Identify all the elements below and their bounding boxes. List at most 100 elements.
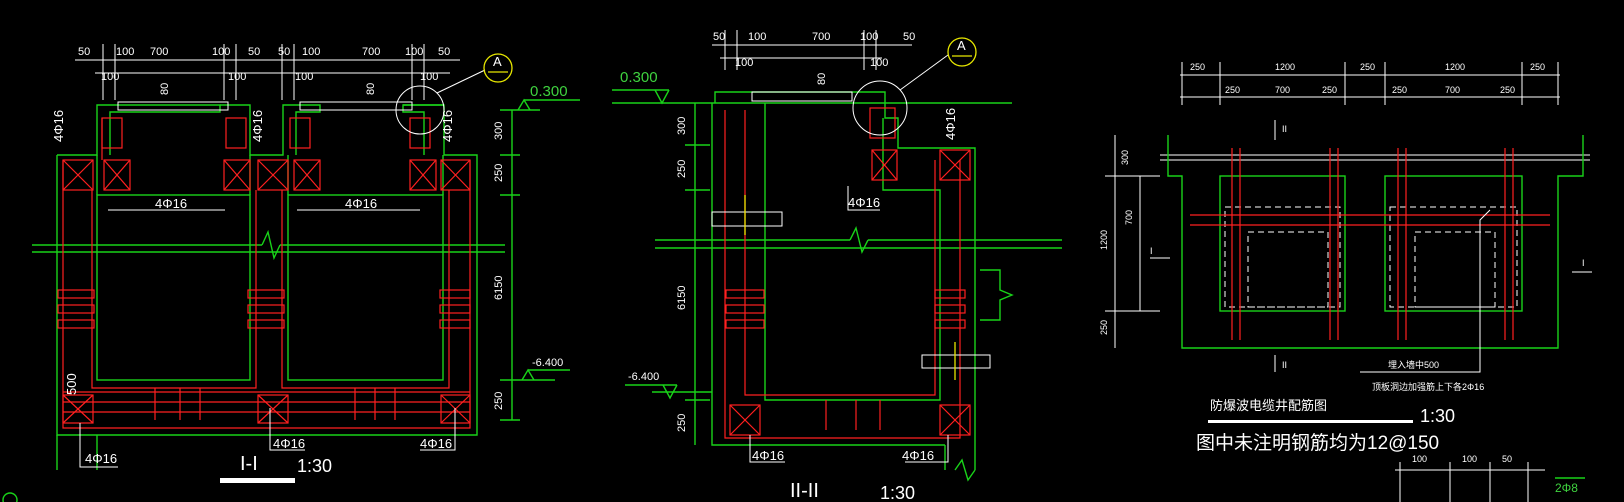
section1-rebar xyxy=(57,117,471,429)
detail-view: 100 100 50 2Φ8 xyxy=(1395,454,1585,502)
s1-dim-4: 100 xyxy=(212,46,230,58)
plan-title: 防爆波电缆井配筋图 xyxy=(1210,398,1327,413)
section2-rebar xyxy=(724,107,971,439)
s2-dim-3: 700 xyxy=(812,31,830,43)
plan-dim-1: 250 xyxy=(1190,62,1205,72)
s2-subdim-2: 100 xyxy=(870,57,888,69)
s1-side-dim-2: 250 xyxy=(493,164,505,182)
s1-side-dim-3: 6150 xyxy=(493,276,505,300)
section2-scale: 1:30 xyxy=(880,483,915,502)
s2-dim-4: 100 xyxy=(860,31,878,43)
plan-top-dims: 250 1200 250 1200 250 250 700 250 250 70… xyxy=(1180,62,1560,105)
section1-top-dims: 50 100 700 100 50 50 100 700 100 50 100 … xyxy=(75,44,460,100)
section1-detail-callout: A xyxy=(395,53,513,135)
s1-bar-4: 4Φ16 xyxy=(250,110,265,142)
s1-dim-10: 50 xyxy=(438,46,450,58)
s1-dim-3: 700 xyxy=(150,46,168,58)
plan-subdim-6: 250 xyxy=(1500,85,1515,95)
plan-mark-1: II xyxy=(1282,124,1287,134)
s1-left-dim: 500 xyxy=(64,373,79,395)
section1-side-dims: 300 250 6150 250 0.300 -6.400 xyxy=(493,83,580,421)
plan-scale: 1:30 xyxy=(1420,406,1455,426)
plan-callouts: 埋入墙中500 顶板洞边加强筋上下各2Φ16 xyxy=(1360,209,1491,392)
plan-subdim-4: 250 xyxy=(1392,85,1407,95)
plan-dim-2: 1200 xyxy=(1275,62,1295,72)
section2-title: II-II xyxy=(790,480,819,502)
plan-side-dim-1: 300 xyxy=(1120,150,1130,165)
plan-note: 图中未注明钢筋均为12@150 xyxy=(1196,432,1439,454)
s1-slab-dim-1: 80 xyxy=(159,83,171,95)
s1-bar-3: 4Φ16 xyxy=(51,110,66,142)
s1-subdim-4: 100 xyxy=(420,71,438,83)
s1-dim-9: 100 xyxy=(405,46,423,58)
section1-concrete-outline xyxy=(56,104,478,470)
detail-dim-1: 100 xyxy=(1412,454,1427,464)
plan-subdim-1: 250 xyxy=(1225,85,1240,95)
plan-outline xyxy=(1160,135,1590,349)
s2-dim-1: 50 xyxy=(713,31,725,43)
detail-bar: 2Φ8 xyxy=(1555,481,1578,495)
section2-break-line xyxy=(655,225,1062,482)
plan-mark-4: I xyxy=(1582,258,1585,268)
section-2-2: 50 100 700 100 50 100 100 80 xyxy=(612,30,1062,502)
s1-side-dim-1: 300 xyxy=(493,122,505,140)
s1-bar-7: 4Φ16 xyxy=(273,436,305,451)
s2-elev-bottom: -6.400 xyxy=(628,371,659,383)
s1-elev-bottom: -6.400 xyxy=(532,357,563,369)
plan-callout-1: 埋入墙中500 xyxy=(1388,359,1439,370)
plan-rebar xyxy=(1190,148,1550,340)
s1-dim-8: 700 xyxy=(362,46,380,58)
s1-bar-6: 4Φ16 xyxy=(85,451,117,466)
s1-bar-2: 4Φ16 xyxy=(345,196,377,211)
plan-view: 250 1200 250 1200 250 250 700 250 250 70… xyxy=(1099,62,1592,454)
section1-bar-labels: 4Φ16 4Φ16 4Φ16 4Φ16 4Φ16 4Φ16 4Φ16 4Φ16 … xyxy=(51,110,456,468)
s1-side-dim-4: 250 xyxy=(493,392,505,410)
plan-subdim-5: 700 xyxy=(1445,85,1460,95)
s2-dim-2: 100 xyxy=(748,31,766,43)
plan-subdim-2: 700 xyxy=(1275,85,1290,95)
s1-dim-7: 100 xyxy=(302,46,320,58)
section2-side-dims: 300 250 6150 250 0.300 -6.400 xyxy=(612,69,710,445)
plan-side-dim-3: 1200 xyxy=(1099,230,1109,250)
s2-detail-tag: A xyxy=(957,38,966,53)
plan-dim-3: 250 xyxy=(1360,62,1375,72)
s2-slab-dim: 80 xyxy=(816,73,828,85)
section1-break-line xyxy=(32,229,505,261)
plan-side-dim-4: 250 xyxy=(1099,320,1109,335)
s2-elev-top: 0.300 xyxy=(620,69,658,86)
plan-dim-5: 250 xyxy=(1530,62,1545,72)
plan-mark-2: I xyxy=(1150,246,1153,256)
s1-subdim-2: 100 xyxy=(228,71,246,83)
s2-bar-3: 4Φ16 xyxy=(752,448,784,463)
section2-top-dims: 50 100 700 100 50 100 100 80 xyxy=(712,30,915,85)
plan-side-dims: 300 700 1200 250 xyxy=(1099,135,1160,348)
s1-bar-1: 4Φ16 xyxy=(155,196,187,211)
s1-detail-tag: A xyxy=(493,54,502,69)
plan-subdim-3: 250 xyxy=(1322,85,1337,95)
s2-side-dim-4: 250 xyxy=(676,414,688,432)
s2-bar-2: 4Φ16 xyxy=(943,108,958,140)
s1-slab-dim-2: 80 xyxy=(365,83,377,95)
s2-side-dim-3: 6150 xyxy=(676,286,688,310)
s2-dim-5: 50 xyxy=(903,31,915,43)
s2-side-dim-2: 250 xyxy=(676,160,688,178)
plan-callout-2: 顶板洞边加强筋上下各2Φ16 xyxy=(1372,381,1484,392)
s2-subdim-1: 100 xyxy=(735,57,753,69)
s1-subdim-1: 100 xyxy=(101,71,119,83)
s2-bar-4: 4Φ16 xyxy=(902,448,934,463)
plan-mark-3: II xyxy=(1282,360,1287,370)
section1-scale: 1:30 xyxy=(297,456,332,476)
detail-dim-2: 100 xyxy=(1462,454,1477,464)
s1-dim-2: 100 xyxy=(116,46,134,58)
section-1-1: 50 100 700 100 50 50 100 700 100 50 100 … xyxy=(32,44,580,483)
plan-dim-4: 1200 xyxy=(1445,62,1465,72)
plan-section-marks: II I II I xyxy=(1150,120,1592,372)
s2-side-dim-1: 300 xyxy=(676,117,688,135)
section2-bar-labels: 4Φ16 4Φ16 4Φ16 4Φ16 xyxy=(749,108,958,463)
s1-elev-top: 0.300 xyxy=(530,83,568,100)
s1-bar-8: 4Φ16 xyxy=(420,436,452,451)
plan-side-dim-2: 700 xyxy=(1124,210,1134,225)
detail-dim-3: 50 xyxy=(1502,454,1512,464)
section2-detail-callout: A xyxy=(852,37,977,136)
